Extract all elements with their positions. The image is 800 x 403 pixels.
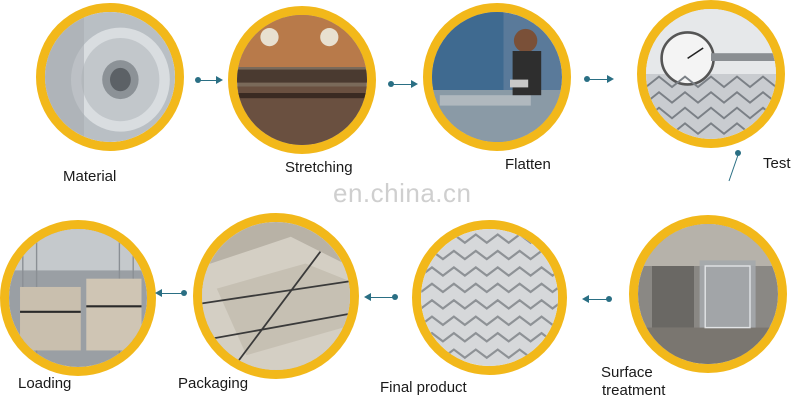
material-photo bbox=[36, 3, 184, 151]
step-label-surface: Surface bbox=[601, 364, 653, 381]
step-label-final-product: Final product bbox=[380, 379, 467, 396]
stretching-photo bbox=[228, 6, 376, 154]
arrow-flatten-to-test bbox=[584, 74, 614, 84]
step-label-treatment: treatment bbox=[602, 382, 665, 399]
test-photo bbox=[637, 0, 785, 148]
packaging-photo bbox=[193, 213, 359, 379]
step-label-stretching: Stretching bbox=[285, 159, 353, 176]
step-label-flatten: Flatten bbox=[505, 156, 551, 173]
loading-photo bbox=[0, 220, 156, 376]
step-label-test: Test bbox=[763, 155, 791, 172]
step-label-packaging: Packaging bbox=[178, 375, 248, 392]
watermark: en.china.cn bbox=[333, 178, 471, 209]
final-product-photo bbox=[412, 220, 567, 375]
arrow-stretching-to-flatten bbox=[388, 79, 418, 89]
step-label-material: Material bbox=[63, 168, 116, 185]
arrow-final-product-to-packaging bbox=[364, 292, 398, 302]
arrow-material-to-stretching bbox=[195, 75, 223, 85]
step-label-loading: Loading bbox=[18, 375, 71, 392]
arrow-test-to-surface bbox=[724, 148, 744, 184]
flatten-photo bbox=[423, 3, 571, 151]
arrow-packaging-to-loading bbox=[155, 288, 187, 298]
arrow-surface-to-final-product bbox=[582, 294, 612, 304]
surface-treatment-photo bbox=[629, 215, 787, 373]
